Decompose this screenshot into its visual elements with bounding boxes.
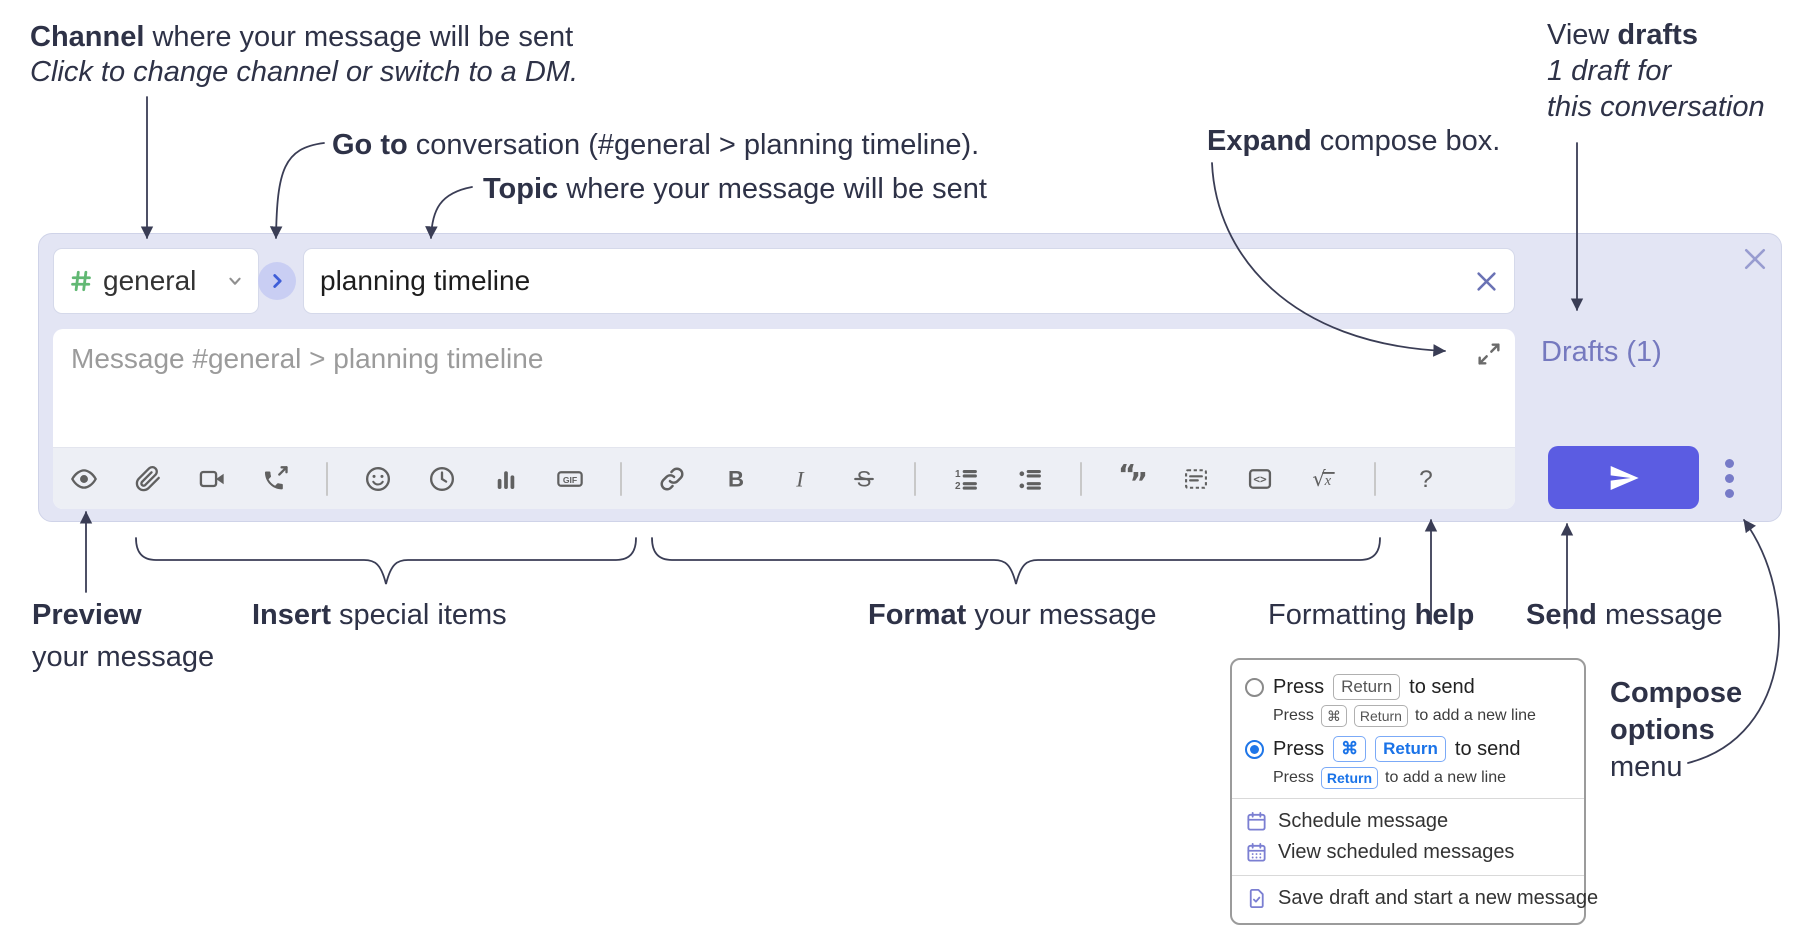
preview-annotation-line2: your message (32, 641, 215, 673)
compose-options-annotation: Compose (1610, 677, 1743, 709)
format-annotation: Format your message (868, 599, 1157, 631)
compose-box: general planning timeline Message #gener… (38, 233, 1782, 522)
calendar-grid-icon (1247, 842, 1266, 862)
svg-text:GIF: GIF (563, 474, 577, 484)
formatting-help-annotation: Formatting help (1268, 599, 1475, 631)
svg-text:I: I (795, 466, 805, 491)
video-call-icon[interactable] (198, 465, 226, 493)
return-key: Return (1320, 767, 1379, 789)
bold-icon[interactable]: B (722, 465, 750, 493)
cmd-key: ⌘ (1320, 705, 1347, 727)
send-icon (1610, 465, 1639, 490)
gif-icon[interactable]: GIF (556, 465, 584, 493)
toolbar-divider (1080, 461, 1082, 496)
math-icon[interactable]: √x (1310, 465, 1338, 493)
drafts-link[interactable]: Drafts (1) (1541, 336, 1662, 368)
channel-hash-icon (71, 270, 91, 292)
voice-call-icon[interactable] (262, 465, 290, 493)
save-draft-icon (1249, 888, 1264, 909)
svg-text:1: 1 (955, 468, 961, 479)
compose-options-annotation-line3: menu (1610, 751, 1683, 783)
strikethrough-icon[interactable]: S (850, 465, 878, 493)
toolbar-divider (620, 461, 622, 496)
expand-annotation: Expand compose box. (1207, 125, 1501, 157)
channel-annotation: Channel where your message will be sent (30, 21, 574, 53)
toolbar-divider (914, 461, 916, 496)
send-annotation: Send message (1526, 599, 1723, 631)
toolbar-divider (1374, 461, 1376, 496)
code-icon[interactable]: <> (1246, 465, 1274, 493)
clear-topic-icon[interactable] (1473, 268, 1500, 295)
go-to-conversation-button[interactable] (258, 262, 296, 300)
radio-unselected-icon[interactable] (1245, 677, 1264, 697)
compose-options-annotation-line2: options (1610, 714, 1715, 746)
return-key: Return (1353, 705, 1408, 727)
channel-annotation-sub: Click to change channel or switch to a D… (30, 56, 579, 88)
svg-text:2: 2 (955, 481, 961, 492)
link-icon[interactable] (658, 465, 686, 493)
send-button[interactable] (1548, 446, 1699, 509)
view-drafts-annotation-line2: 1 draft for (1547, 55, 1672, 87)
svg-text:<>: <> (1253, 472, 1267, 485)
schedule-message-item[interactable]: Schedule message (1245, 806, 1571, 837)
chevron-right-icon (273, 274, 282, 288)
svg-text:“: “ (1118, 464, 1136, 491)
preview-annotation: Preview (32, 599, 142, 631)
enter-sends-option[interactable]: Press Return to send (1245, 674, 1571, 700)
bulleted-list-icon[interactable] (1016, 465, 1044, 493)
cmd-enter-sends-option[interactable]: Press ⌘ Return to send (1245, 736, 1571, 762)
message-area: Message #general > planning timeline (53, 329, 1515, 509)
emoji-icon[interactable] (364, 465, 392, 493)
channel-selector[interactable]: general (53, 248, 259, 314)
svg-text:”: ” (1130, 465, 1146, 493)
poll-icon[interactable] (492, 465, 520, 493)
topic-value: planning timeline (320, 265, 531, 296)
topic-annotation: Topic where your message will be sent (483, 173, 987, 205)
compose-options-menu-icon[interactable] (1707, 447, 1751, 509)
toolbar-divider (326, 461, 328, 496)
svg-text:?: ? (1419, 466, 1433, 493)
view-drafts-annotation: View drafts (1547, 19, 1698, 51)
radio-selected-icon[interactable] (1245, 739, 1264, 759)
goto-annotation: Go to conversation (#general > planning … (332, 129, 980, 161)
compose-options-popup: Press Return to send Press ⌘ Return to a… (1230, 658, 1598, 925)
chevron-down-icon (229, 277, 241, 285)
attach-file-icon[interactable] (134, 465, 162, 493)
topic-input[interactable]: planning timeline (303, 248, 1515, 314)
close-compose-icon[interactable] (1740, 244, 1770, 274)
help-icon[interactable]: ? (1412, 465, 1440, 493)
channel-name: general (103, 265, 197, 296)
time-icon[interactable] (428, 465, 456, 493)
italic-icon[interactable]: I (786, 465, 814, 493)
quote-icon[interactable]: “” (1118, 464, 1146, 494)
view-scheduled-messages-item[interactable]: View scheduled messages (1245, 837, 1571, 868)
expand-compose-icon[interactable] (1475, 340, 1503, 368)
return-key: Return (1333, 674, 1401, 700)
view-drafts-annotation-line3: this conversation (1547, 91, 1765, 123)
preview-icon[interactable] (70, 465, 98, 493)
menu-divider (1232, 875, 1584, 876)
menu-divider (1232, 798, 1584, 799)
return-key: Return (1375, 736, 1446, 762)
svg-text:B: B (728, 466, 744, 491)
message-input[interactable]: Message #general > planning timeline (71, 343, 544, 374)
insert-annotation: Insert special items (252, 599, 507, 631)
save-draft-item[interactable]: Save draft and start a new message (1245, 883, 1598, 914)
svg-text:x: x (1324, 473, 1332, 489)
spoiler-icon[interactable] (1182, 465, 1210, 493)
calendar-icon (1247, 811, 1266, 831)
cmd-key: ⌘ (1333, 736, 1367, 762)
cmd-enter-sends-option-sub: Press Return to add a new line (1273, 767, 1571, 789)
enter-sends-option-sub: Press ⌘ Return to add a new line (1273, 705, 1571, 727)
